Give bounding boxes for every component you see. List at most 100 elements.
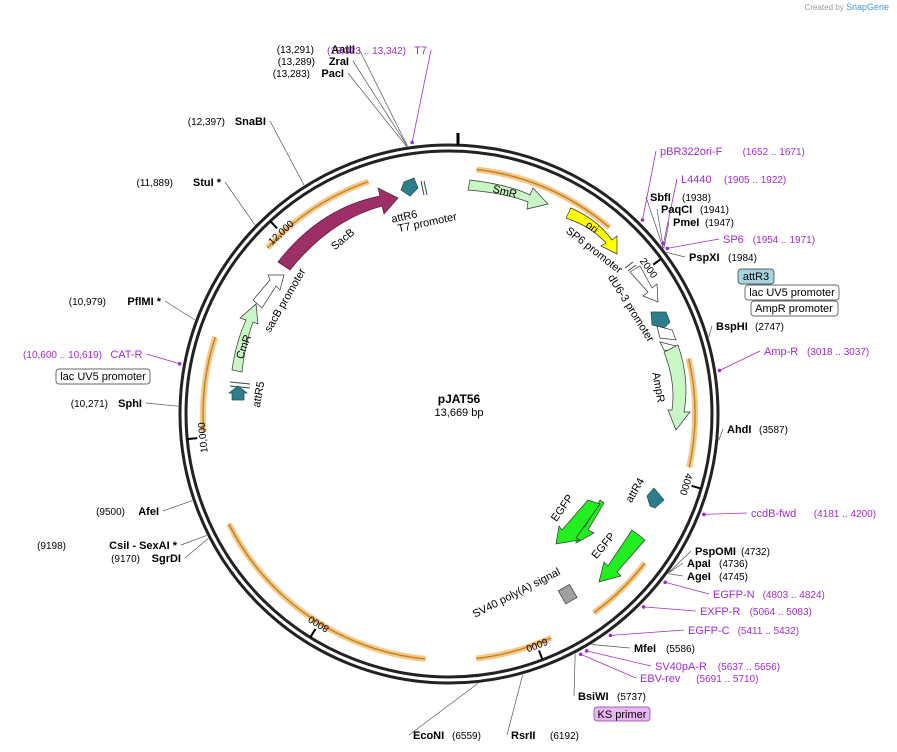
annotation-labels: AatII(13,291)ZraI(13,289)PacI(13,283)Sna…: [23, 44, 876, 742]
CmR-feature-arrow[interactable]: [231, 303, 259, 373]
primer-egfp-c-name[interactable]: EGFP-C: [688, 625, 730, 637]
backbone-outer-ring: [178, 143, 720, 685]
site-zrai-name[interactable]: ZraI: [329, 56, 349, 68]
leader-snabi: [269, 120, 305, 186]
leader-aatii: [358, 48, 408, 147]
app-credit: Created by SnapGene: [805, 2, 889, 12]
site-aatii-pos: (13,291): [277, 45, 314, 56]
ks-primer-box-label: KS primer: [598, 709, 647, 721]
leader-t7: [411, 49, 432, 143]
site-rsrii-name[interactable]: RsrII: [511, 730, 535, 742]
site-apai-pos: (4736): [719, 559, 748, 570]
tick-mark: [691, 484, 702, 490]
sacB-promoter-arrow[interactable]: [252, 274, 285, 309]
leader-sv40pa-r: [586, 650, 652, 667]
primer-ccdb-fwd-name[interactable]: ccdB-fwd: [751, 508, 796, 520]
site-pmei-pos: (1947): [705, 218, 734, 229]
primer-cat-r-name[interactable]: CAT-R: [110, 349, 142, 361]
leader-bsphi: [708, 325, 713, 338]
site-bsiwi-name[interactable]: BsiWI: [578, 691, 609, 703]
site-apai-name[interactable]: ApaI: [687, 558, 711, 570]
site-mfei-name[interactable]: MfeI: [634, 643, 656, 655]
site-sphi-pos: (10,271): [71, 399, 108, 410]
site-pspxi-name[interactable]: PspXI: [689, 252, 720, 264]
lac-uv5-right-box: [744, 284, 840, 301]
tick-label: 4000: [677, 472, 694, 497]
t7-promoter-mark-2: [423, 180, 428, 196]
primer-amp-r-name[interactable]: Amp-R: [764, 346, 798, 358]
SV40-polyA-label: SV40 poly(A) signal: [471, 566, 563, 621]
site-agei-name[interactable]: AgeI: [687, 571, 711, 583]
primer-pbr322ori-f-pos: (1652 .. 1671): [743, 147, 805, 158]
site-bsphi-name[interactable]: BspHI: [716, 321, 748, 333]
leader-mfei: [591, 644, 631, 649]
primer-l4440-pos: (1905 .. 1922): [724, 175, 786, 186]
site-stui-name[interactable]: StuI *: [193, 177, 222, 189]
primer-exfp-r-name[interactable]: EXFP-R: [700, 606, 740, 618]
tick-mark: [652, 257, 662, 266]
SacB-label: SacB: [329, 227, 357, 253]
sp6-promoter-mark-1: [624, 261, 634, 269]
primer-ebv-rev-pos: (5691 .. 5710): [696, 674, 758, 685]
orf-arc[interactable]: [266, 180, 369, 249]
site-pflmi-name[interactable]: PflMI *: [127, 296, 161, 308]
leader-zrai: [352, 60, 408, 147]
attR6-feature-arrow[interactable]: [400, 177, 419, 197]
lac-uv5-promoter-arrow[interactable]: [656, 325, 677, 341]
t7-promoter-mark-1: [420, 180, 425, 196]
site-pspomi-name[interactable]: PspOMI: [695, 546, 736, 558]
EGFP-feature-arrow-2[interactable]: [598, 529, 646, 583]
leader-pbr322ori-f: [642, 150, 657, 221]
site-ahdi-name[interactable]: AhdI: [727, 424, 751, 436]
primer-egfp-c-pos: (5411 .. 5432): [738, 626, 800, 637]
site-mfei-pos: (5586): [666, 644, 695, 655]
site-sgrdi-name[interactable]: SgrDI: [152, 553, 181, 565]
backbone-inner-ring: [184, 149, 714, 679]
orf-arc[interactable]: [476, 637, 552, 660]
primer-t7-name[interactable]: T7: [414, 45, 427, 57]
site-sphi-name[interactable]: SphI: [118, 398, 142, 410]
primer-egfp-n-pos: (4803 .. 4824): [763, 590, 825, 601]
orf-arc[interactable]: [688, 358, 696, 468]
site-paci-name[interactable]: PacI: [321, 68, 344, 80]
primer-ebv-rev-name[interactable]: EBV-rev: [640, 673, 681, 685]
SmR-feature-arrow[interactable]: [467, 179, 549, 210]
attR3-feature-arrow[interactable]: [650, 311, 671, 329]
plasmid-name: pJAT56: [438, 392, 481, 406]
primer-sv40pa-r-name[interactable]: SV40pA-R: [655, 661, 707, 673]
primer-pbr322ori-f-name[interactable]: pBR322ori-F: [660, 146, 723, 158]
leader-exfp-r: [643, 606, 697, 612]
orf-arc[interactable]: [593, 562, 646, 614]
AmpR-feature-arrow[interactable]: [663, 344, 691, 431]
dU6-3-promoter-arrow[interactable]: [629, 265, 659, 303]
attR4-feature-arrow[interactable]: [646, 487, 665, 509]
site-aatii-name[interactable]: AatII: [331, 44, 355, 56]
SV40-polyA-feature[interactable]: [557, 583, 578, 605]
orf-arc[interactable]: [202, 336, 216, 432]
CmR-label: CmR: [234, 333, 254, 361]
leader-l4440: [663, 178, 678, 244]
ori-feature-arrow[interactable]: [565, 207, 618, 255]
tick-mark: [538, 650, 544, 661]
site-csii-sexai-name[interactable]: CsiI - SexAI *: [109, 540, 178, 552]
SacB-feature-arrow[interactable]: [277, 187, 399, 271]
primer-sp6-name[interactable]: SP6: [723, 234, 744, 246]
primer-l4440-name[interactable]: L4440: [681, 174, 712, 186]
site-econi-name[interactable]: EcoNI: [413, 730, 444, 742]
site-afei-name[interactable]: AfeI: [138, 506, 159, 518]
site-bsiwi-pos: (5737): [617, 692, 646, 703]
primer-egfp-n-name[interactable]: EGFP-N: [713, 589, 755, 601]
site-sbfi-name[interactable]: SbfI: [650, 192, 671, 204]
site-snabi-name[interactable]: SnaBI: [235, 116, 266, 128]
leader-lines: [145, 48, 761, 736]
orf-arc[interactable]: [228, 523, 426, 660]
site-pmei-name[interactable]: PmeI: [673, 217, 699, 229]
site-paqci-name[interactable]: PaqCI: [661, 204, 692, 216]
attR5-feature-arrow[interactable]: [227, 385, 249, 401]
leader-ccdb-fwd: [703, 512, 748, 515]
site-pspxi-pos: (1984): [728, 253, 757, 264]
attR4-label: attR4: [624, 476, 648, 505]
orf-arc[interactable]: [476, 168, 610, 228]
ks-primer-box: [593, 706, 651, 722]
orf-arc-bg: [226, 522, 426, 662]
